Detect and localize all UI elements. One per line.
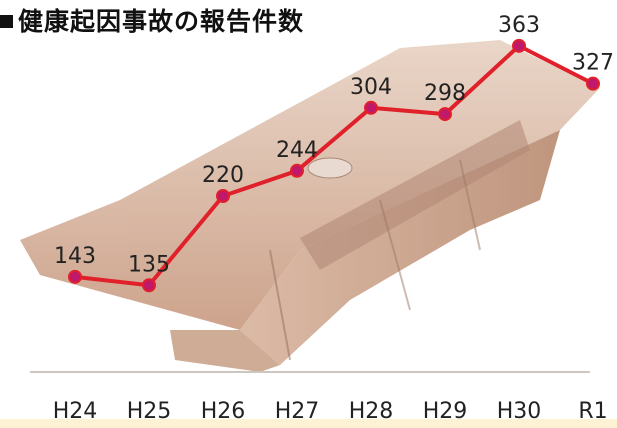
series-line (74, 43, 594, 288)
bus-wheel-shape (307, 157, 353, 179)
data-label-r1: 327 (572, 51, 614, 76)
data-label-h26: 220 (202, 163, 244, 188)
bottom-strip (0, 419, 617, 428)
bus-underside-shape (170, 330, 280, 372)
data-point-h30 (512, 38, 526, 53)
data-point-h24 (68, 269, 82, 284)
bus-side-shape (240, 130, 560, 365)
data-point-h28 (364, 100, 378, 115)
data-point-h29 (438, 107, 452, 122)
bus-window-strip (300, 120, 530, 270)
bus-roof-shape (20, 40, 600, 330)
data-label-h27: 244 (276, 138, 318, 163)
data-label-h29: 298 (424, 81, 466, 106)
data-point-h26 (216, 189, 230, 203)
chart-title-text: 健康起因事故の報告件数 (18, 7, 305, 36)
chart-title: 健康起因事故の報告件数 (0, 2, 304, 38)
bus-panel-line (459, 159, 481, 251)
data-point-h25 (142, 278, 156, 293)
data-label-h24: 143 (54, 244, 96, 269)
line-series (68, 38, 600, 293)
bus-panel-line (269, 249, 291, 361)
data-label-h28: 304 (350, 75, 392, 100)
title-bullet-square (0, 15, 13, 28)
data-labels: 143 135 220 244 304 298 363 327 (54, 13, 614, 277)
data-point-h27 (290, 163, 304, 178)
data-label-h25: 135 (128, 252, 170, 277)
bus-panel-line (379, 199, 411, 311)
bus-photo-background (20, 40, 600, 373)
data-point-r1 (586, 76, 600, 91)
data-label-h30: 363 (498, 13, 540, 38)
